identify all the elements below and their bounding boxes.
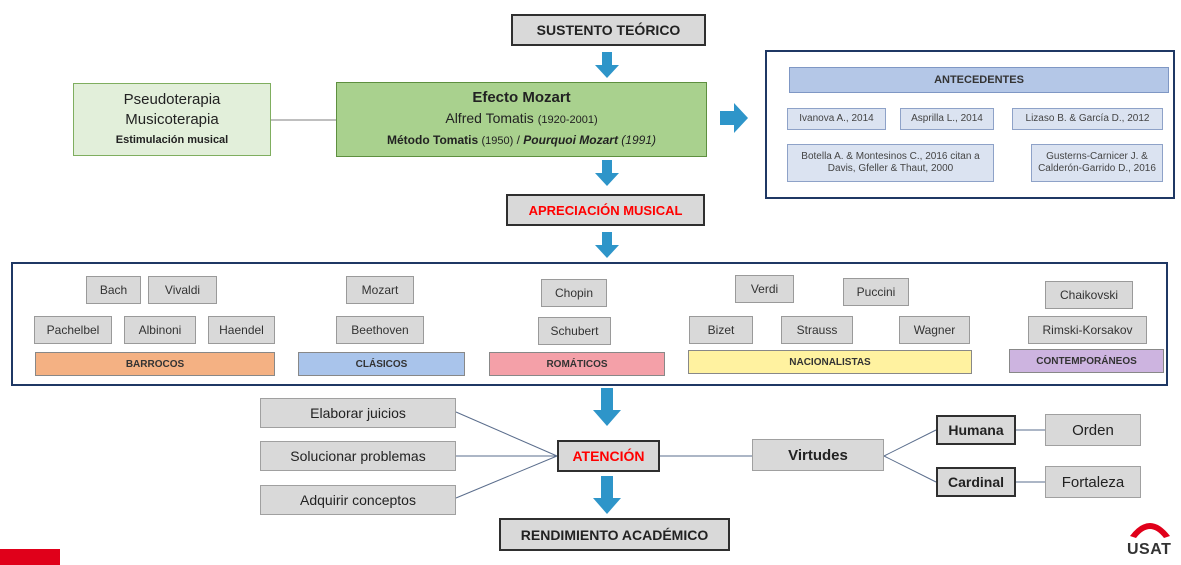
antecedente-ref: Ivanova A., 2014 [787,108,886,130]
musicoterapia-label: Musicoterapia [125,110,219,128]
composers-frame [11,262,1168,386]
tomatis-name: Alfred Tomatis [445,110,534,126]
composer-box: Vivaldi [148,276,217,304]
virtudes-box: Virtudes [752,439,884,471]
arrow-down-icon [595,160,619,186]
pourquoi-year: (1991) [621,133,656,147]
antecedentes-title: ANTECEDENTES [789,67,1169,93]
tomatis-years: (1920-2001) [537,114,598,126]
metodo-year: (1950) [481,135,514,147]
composer-box: Bizet [689,316,753,344]
era-barrocos-label: BARROCOS [35,352,275,376]
composer-box: Chaikovski [1045,281,1133,309]
atencion-box: ATENCIÓN [557,440,660,472]
estimulacion-label: Estimulación musical [115,133,229,146]
composer-box: Albinoni [124,316,196,344]
antecedente-ref: Gusterns-Carnicer J. & Calderón-Garrido … [1031,144,1163,182]
composer-box: Chopin [541,279,607,307]
composer-box: Wagner [899,316,970,344]
usat-logo-icon [1130,523,1170,538]
composer-box: Schubert [538,317,611,345]
composer-box: Strauss [781,316,853,344]
fortaleza-box: Fortaleza [1045,466,1141,498]
pourquoi-mozart: Pourquoi Mozart [523,133,618,147]
composer-box: Puccini [843,278,909,306]
composer-box: Bach [86,276,141,304]
separator: / [513,133,524,147]
arrow-down-icon [593,476,621,514]
skill-box: Adquirir conceptos [260,485,456,515]
skill-box: Elaborar juicios [260,398,456,428]
era-contemporaneos-label: CONTEMPORÁNEOS [1009,349,1164,373]
antecedente-ref: Lizaso B. & García D., 2012 [1012,108,1163,130]
sustento-teorico-box: SUSTENTO TEÓRICO [511,14,706,46]
antecedentes-frame [765,50,1175,199]
antecedente-ref: Botella A. & Montesinos C., 2016 citan a… [787,144,994,182]
red-corner-block [0,549,60,565]
rendimiento-academico-box: RENDIMIENTO ACADÉMICO [499,518,730,551]
metodo-tomatis: Método Tomatis [387,133,479,147]
composer-box: Rimski-Korsakov [1028,316,1147,344]
arrow-right-icon [720,103,748,133]
usat-logo-text: USAT [1127,541,1172,558]
humana-box: Humana [936,415,1016,445]
pseudoterapia-label: Pseudoterapia [123,90,221,108]
pseudoterapia-box: Pseudoterapia Musicoterapia Estimulación… [73,83,271,156]
cardinal-box: Cardinal [936,467,1016,497]
antecedente-ref: Asprilla L., 2014 [900,108,994,130]
era-nacionalistas-label: NACIONALISTAS [688,350,972,374]
composer-box: Haendel [208,316,275,344]
skill-box: Solucionar problemas [260,441,456,471]
orden-box: Orden [1045,414,1141,446]
arrow-down-icon [595,232,619,258]
era-romanticos-label: ROMÁTICOS [489,352,665,376]
apreciacion-musical-box: APRECIACIÓN MUSICAL [506,194,705,226]
arrow-down-icon [595,52,619,78]
composer-box: Pachelbel [34,316,112,344]
composer-box: Beethoven [336,316,424,344]
composer-box: Verdi [735,275,794,303]
era-clasicos-label: CLÁSICOS [298,352,465,376]
composer-box: Mozart [346,276,414,304]
arrow-down-icon [593,388,621,426]
efecto-mozart-title: Efecto Mozart [472,89,571,106]
efecto-mozart-box: Efecto Mozart Alfred Tomatis (1920-2001)… [336,82,707,157]
